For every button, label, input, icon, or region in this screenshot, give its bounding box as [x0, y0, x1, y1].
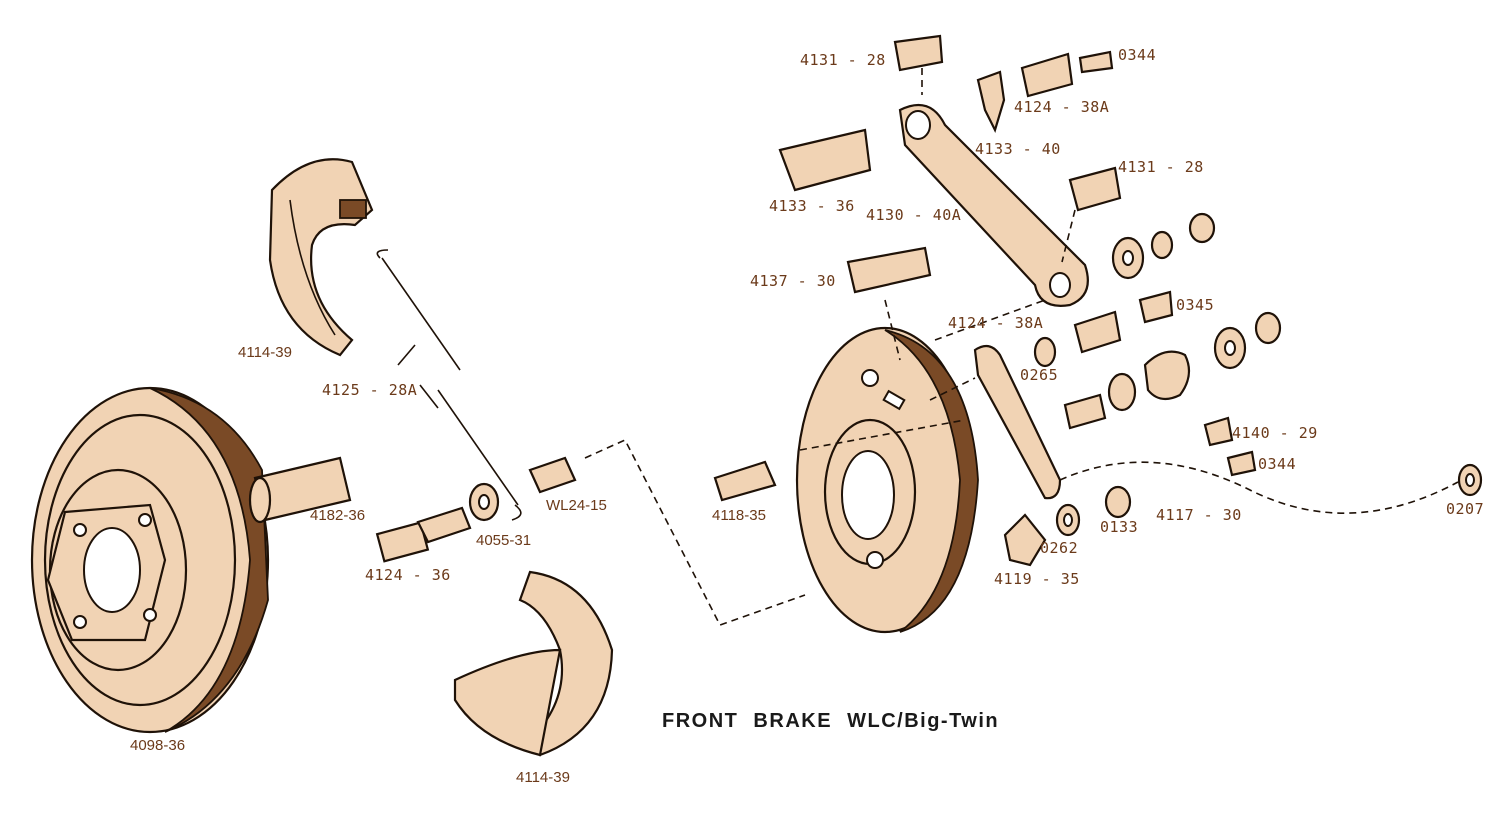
spacer-graphic: [528, 456, 577, 494]
connector-dashed: [584, 438, 806, 626]
label-0344-low: 0344: [1258, 455, 1297, 473]
label-4124-38a-mid: 4124 - 38A: [948, 314, 1044, 332]
label-4137-30: 4137 - 30: [750, 272, 836, 290]
label-wl24-15: WL24-15: [546, 497, 607, 514]
drum-sleeve-graphic: [248, 456, 352, 524]
label-4055-31: 4055-31: [476, 532, 532, 549]
label-4140-29: 4140 - 29: [1232, 424, 1318, 442]
guide-lines: [799, 68, 1459, 514]
brake-drum-graphic: [30, 386, 270, 734]
anchor-stud-graphic: [713, 460, 777, 502]
label-4131-28-top: 4131 - 28: [800, 51, 886, 69]
label-4133-36: 4133 - 36: [769, 197, 855, 215]
diagram-title: FRONT BRAKE WLC/Big-Twin: [662, 710, 1000, 732]
label-0262: 0262: [1040, 539, 1079, 557]
label-4182-36: 4182-36: [310, 507, 366, 524]
label-4117-30: 4117 - 30: [1156, 506, 1242, 524]
label-4119-35: 4119 - 35: [994, 570, 1080, 588]
label-0345: 0345: [1176, 296, 1215, 314]
label-4114-39-upper: 4114-39: [238, 344, 292, 361]
label-4130-40a: 4130 - 40A: [866, 206, 962, 224]
label-4124-36: 4124 - 36: [365, 566, 451, 584]
small-hardware-graphic: [973, 212, 1483, 567]
label-4131-28-mid: 4131 - 28: [1118, 158, 1204, 176]
shoe-springs-graphic: [376, 249, 522, 521]
label-4125-28a: 4125 - 28A: [322, 381, 418, 399]
cam-pin-graphic: [375, 506, 472, 563]
label-4114-39-lower: 4114-39: [516, 769, 570, 786]
label-4098-36: 4098-36: [130, 737, 186, 754]
label-0133: 0133: [1100, 518, 1139, 536]
label-0265: 0265: [1020, 366, 1059, 384]
label-0344-top: 0344: [1118, 46, 1157, 64]
brake-shoe-lower-graphic: [453, 570, 614, 757]
label-4124-38a-top: 4124 - 38A: [1014, 98, 1110, 116]
label-4118-35: 4118-35: [712, 507, 766, 524]
brake-shoe-upper-graphic: [268, 158, 374, 357]
label-4133-40: 4133 - 40: [975, 140, 1061, 158]
backing-plate-graphic: [795, 326, 979, 634]
washer-hole: [478, 494, 490, 510]
label-0207: 0207: [1446, 500, 1485, 518]
upper-right-parts-graphic: [778, 34, 1122, 307]
